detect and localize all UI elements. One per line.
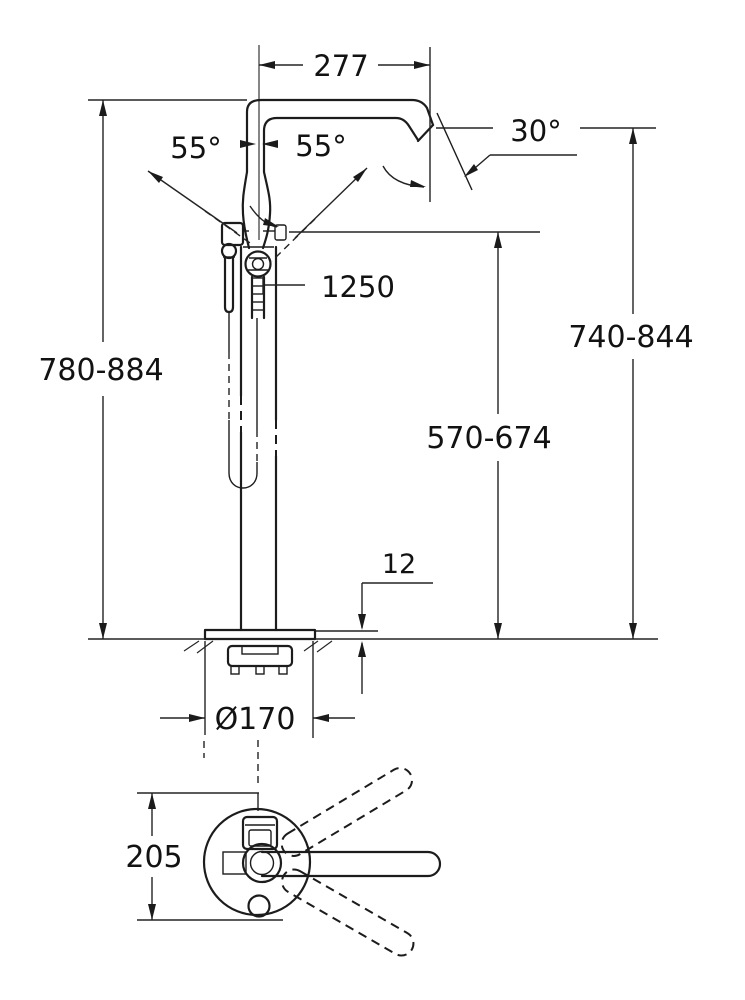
- dim-height-outlet: 740-844: [568, 128, 694, 639]
- dim-height-outlet-label: 740-844: [568, 320, 693, 355]
- dim-base-diameter-label: Ø170: [215, 702, 296, 737]
- hose-protector: [250, 275, 266, 320]
- shower-hose: [228, 313, 258, 489]
- dim-swing-left-label: 55°: [170, 131, 221, 165]
- base-plate: [203, 628, 317, 641]
- lever-swung-down-plan: [281, 868, 415, 957]
- body-side-tab: [274, 224, 287, 241]
- dim-hose-length: 1250: [262, 270, 395, 304]
- lever-swung-up-plan: [280, 767, 414, 857]
- base-circle-plan: [202, 807, 312, 917]
- dim-swing-right: 55°: [262, 129, 426, 262]
- dim-swing-right-label: 55°: [295, 129, 346, 163]
- dim-base-diameter: Ø170: [160, 641, 355, 738]
- hand-shower: [220, 221, 245, 314]
- flange-bolt: [255, 665, 265, 675]
- mixer-body: [241, 170, 287, 278]
- lever-assembly-plan: [222, 767, 442, 957]
- spout-pipe-plan: [247, 894, 271, 918]
- dim-plate-thickness-label: 12: [382, 549, 416, 580]
- lever-solid-plan: [260, 850, 442, 878]
- dim-spout-angle-label: 30°: [510, 114, 561, 148]
- dim-height-lever: 570-674: [289, 231, 552, 639]
- dim-swing-left: 55°: [147, 131, 279, 244]
- dim-hose-length-label: 1250: [321, 270, 395, 304]
- floor-flange: [226, 644, 294, 668]
- front-view: 277 55° 55°: [38, 45, 694, 738]
- dim-plan-depth: 205: [125, 792, 283, 921]
- dim-spout-reach: 277: [259, 47, 431, 202]
- dim-spout-angle: 30°: [436, 112, 656, 191]
- dim-spout-reach-label: 277: [313, 49, 368, 83]
- spout-outlet-face: [416, 123, 435, 143]
- shower-handle: [223, 255, 235, 314]
- shower-ball-joint: [220, 242, 238, 260]
- dim-plan-depth-label: 205: [125, 840, 182, 875]
- column: [239, 245, 278, 632]
- valve-plan: [241, 842, 283, 884]
- hose-loop: [228, 472, 258, 489]
- dim-height-overall-label: 780-884: [38, 353, 163, 388]
- flange-bolt: [278, 665, 288, 675]
- dim-plate-thickness: 12: [316, 549, 433, 694]
- plan-view: 205: [125, 740, 442, 957]
- lever-knob: [244, 250, 272, 278]
- flange-bolt: [230, 665, 240, 675]
- shower-holder-plan: [241, 815, 279, 851]
- base: [88, 628, 658, 675]
- dim-height-overall: 780-884: [38, 99, 247, 639]
- valve-side-tab-plan: [222, 851, 247, 875]
- dim-height-lever-label: 570-674: [426, 421, 551, 456]
- shower-holder: [220, 221, 245, 247]
